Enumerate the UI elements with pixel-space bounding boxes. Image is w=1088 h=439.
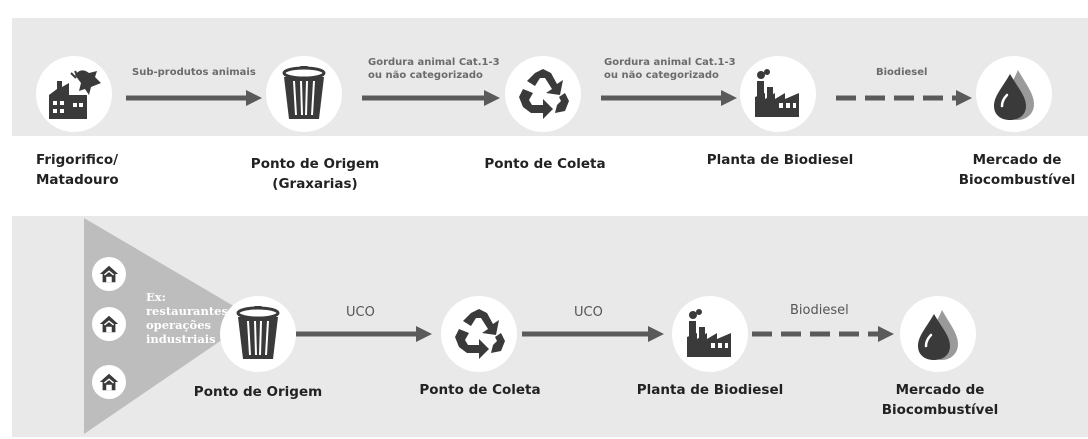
edge-arrow — [522, 326, 664, 342]
node-label: Planta de Biodiesel — [706, 152, 854, 168]
house-icon — [92, 365, 126, 399]
origin-node — [220, 296, 296, 372]
oil-drop-icon — [994, 70, 1034, 120]
trash-bin-icon — [282, 66, 326, 119]
sources-funnel — [84, 218, 254, 434]
biodiesel-plant-node — [740, 56, 816, 132]
oil-drop-icon — [918, 310, 958, 360]
sources-example-text: Ex: restaurantes, operações industriais — [146, 290, 232, 346]
edge-arrow — [126, 90, 262, 106]
node-label: Planta de Biodiesel — [636, 382, 784, 398]
edge-arrow — [296, 326, 432, 342]
slaughterhouse-node — [36, 56, 112, 132]
biodiesel-plant-node — [672, 296, 748, 372]
recycle-icon — [519, 69, 569, 119]
edge-arrow-dashed — [836, 90, 972, 106]
slaughterhouse-icon — [49, 70, 101, 119]
node-label: Ponto de Coleta — [419, 382, 541, 398]
edge-arrow — [601, 90, 737, 106]
origin-node — [266, 56, 342, 132]
house-icon — [92, 307, 126, 341]
node-label: Ponto de Coleta — [484, 156, 606, 172]
recycle-icon — [455, 309, 505, 359]
node-label: Frigorifico/ Matadouro — [36, 152, 119, 188]
collection-node — [505, 56, 581, 132]
node-label: Mercado de Biocombustível — [958, 152, 1076, 188]
edge-label: Biodiesel — [876, 67, 928, 78]
trash-bin-icon — [236, 306, 280, 359]
edge-label: Gordura animal Cat.1-3 ou não categoriza… — [604, 57, 736, 81]
collection-node — [441, 296, 517, 372]
biofuel-market-node — [900, 296, 976, 372]
node-label: Ponto de Origem (Graxarias) — [250, 156, 380, 192]
edge-label: Gordura animal Cat.1-3 ou não categoriza… — [368, 57, 500, 81]
edge-label: Sub-produtos animais — [132, 67, 256, 78]
factory-icon — [687, 309, 731, 357]
biofuel-market-node — [976, 56, 1052, 132]
factory-icon — [755, 69, 799, 117]
edge-label: UCO — [346, 305, 375, 320]
node-label: Ponto de Origem — [193, 384, 323, 400]
edge-arrow — [362, 90, 500, 106]
edge-label: Biodiesel — [790, 303, 849, 318]
edge-arrow-dashed — [752, 326, 894, 342]
edge-label: UCO — [574, 305, 603, 320]
house-icon — [92, 257, 126, 291]
node-label: Mercado de Biocombustível — [881, 382, 999, 418]
